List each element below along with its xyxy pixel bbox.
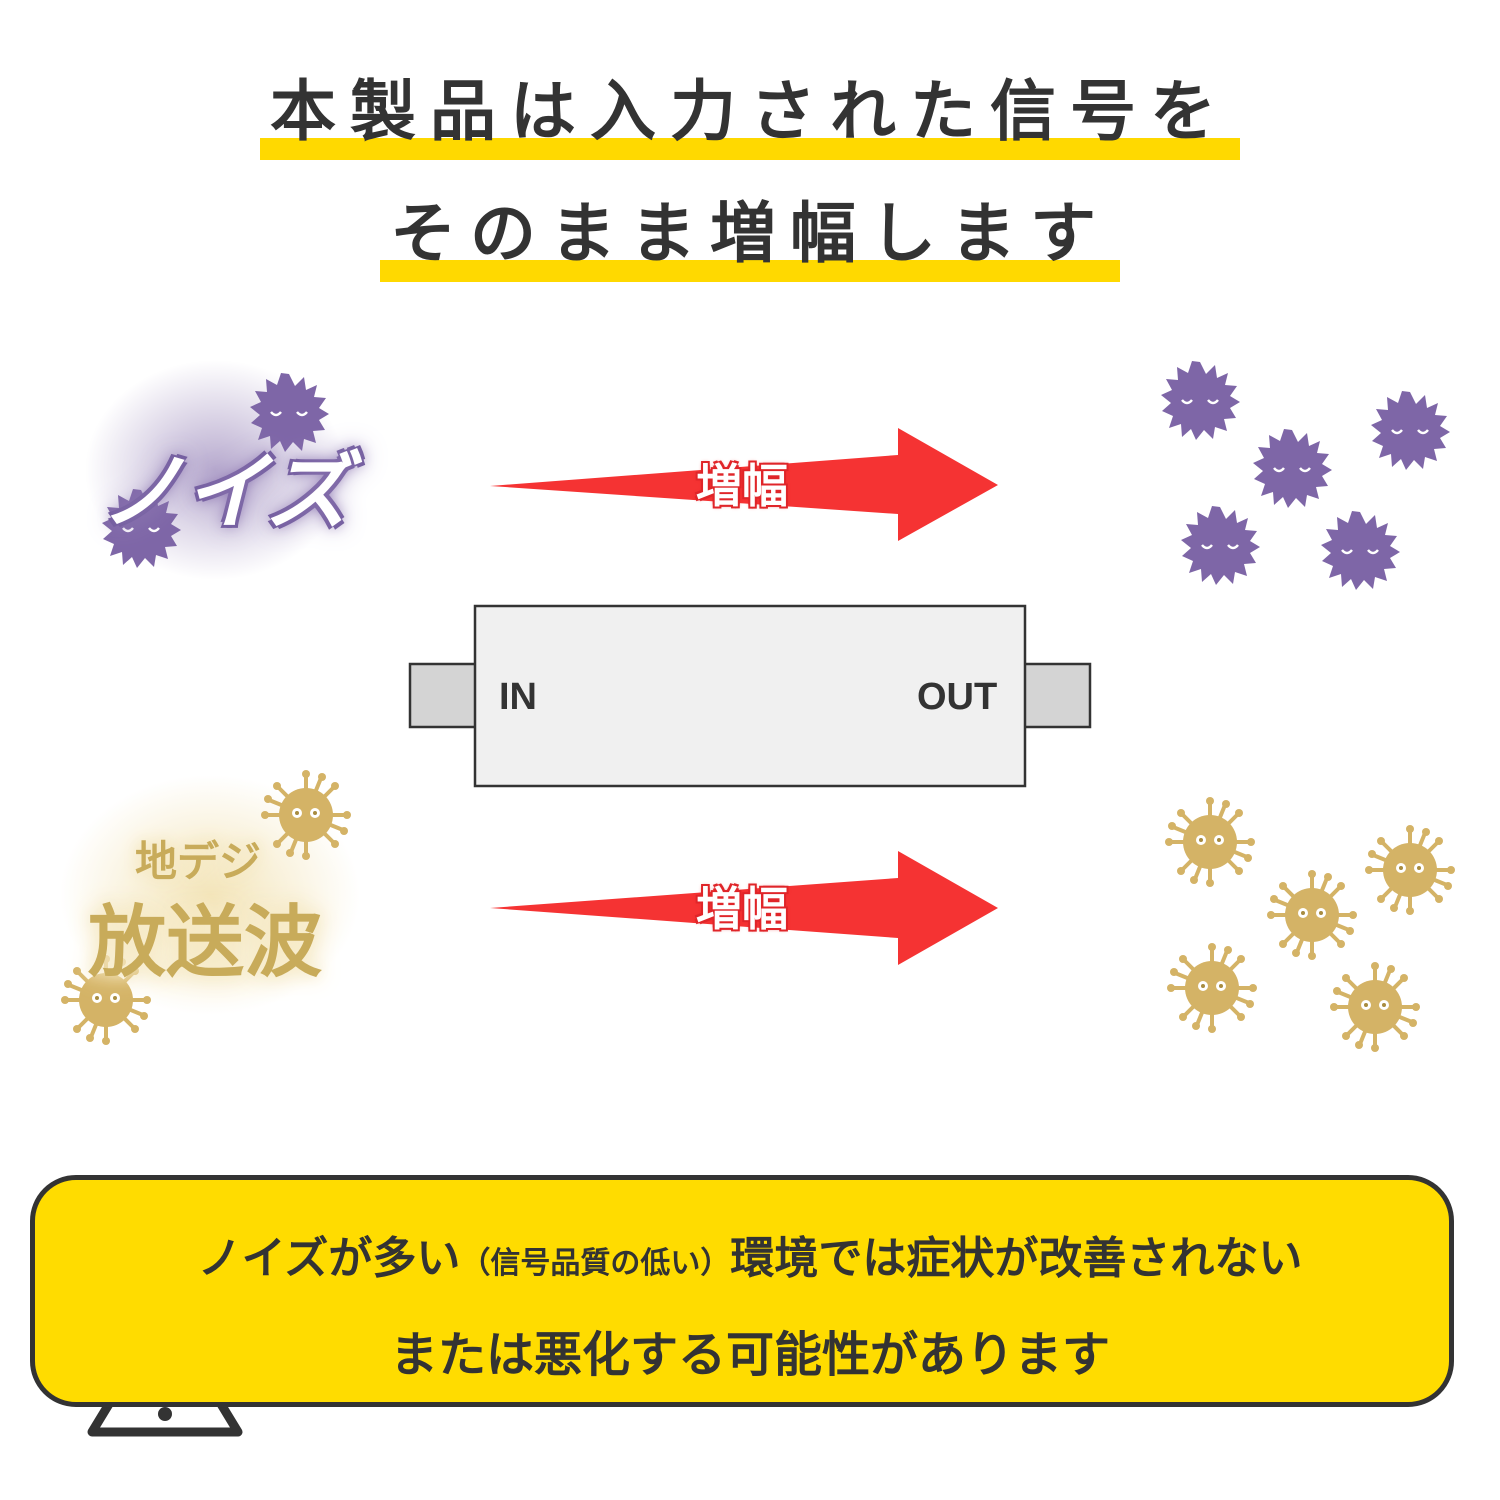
- signal-virus-icon: [1363, 823, 1457, 917]
- signal-virus-icon: [1328, 960, 1422, 1054]
- out-label: OUT: [917, 676, 998, 718]
- signal-virus-icon: [1165, 941, 1259, 1035]
- warning-box: [30, 1175, 1454, 1407]
- warning-line1-part2: 環境では症状が改善されない: [730, 1233, 1303, 1284]
- headline-line1: 本製品は入力された信号を: [0, 58, 1500, 160]
- out-connector: [1022, 662, 1092, 729]
- warning-line2: または悪化する可能性があります: [389, 1327, 1110, 1383]
- warning-line1-part1: ノイズが多い: [197, 1233, 461, 1284]
- noise-label: ノイズ: [100, 443, 350, 541]
- signal-virus-icon: [259, 768, 353, 862]
- headline-line1-text: 本製品は入力された信号を: [260, 58, 1240, 160]
- dtv-label: 地デジ: [135, 837, 262, 886]
- amplifier-body: [473, 604, 1027, 788]
- noise-virus-icon: [1319, 509, 1402, 592]
- headline-line2: そのまま増幅します: [0, 180, 1500, 282]
- in-label: IN: [499, 676, 537, 718]
- noise-virus-icon: [1159, 359, 1242, 442]
- noise-virus-icon: [1251, 427, 1334, 510]
- signal-virus-icon: [1265, 868, 1359, 962]
- amplify-label-top: 増幅: [696, 459, 788, 513]
- signal-virus-icon: [1163, 795, 1257, 889]
- broadcast-wave-label: 放送波: [88, 898, 323, 988]
- warning-line1: ノイズが多い（信号品質の低い）環境では症状が改善されない: [0, 1222, 1500, 1286]
- amplify-arrow-bottom: [490, 851, 998, 965]
- headline-line2-text: そのまま増幅します: [380, 180, 1120, 282]
- warning-line1-paren: （信号品質の低い）: [460, 1246, 731, 1281]
- in-connector: [408, 662, 478, 729]
- amplify-label-bottom: 増幅: [696, 882, 788, 936]
- amplify-arrow-top: [490, 428, 998, 541]
- noise-virus-icon: [1369, 389, 1452, 472]
- noise-virus-icon: [1179, 504, 1262, 587]
